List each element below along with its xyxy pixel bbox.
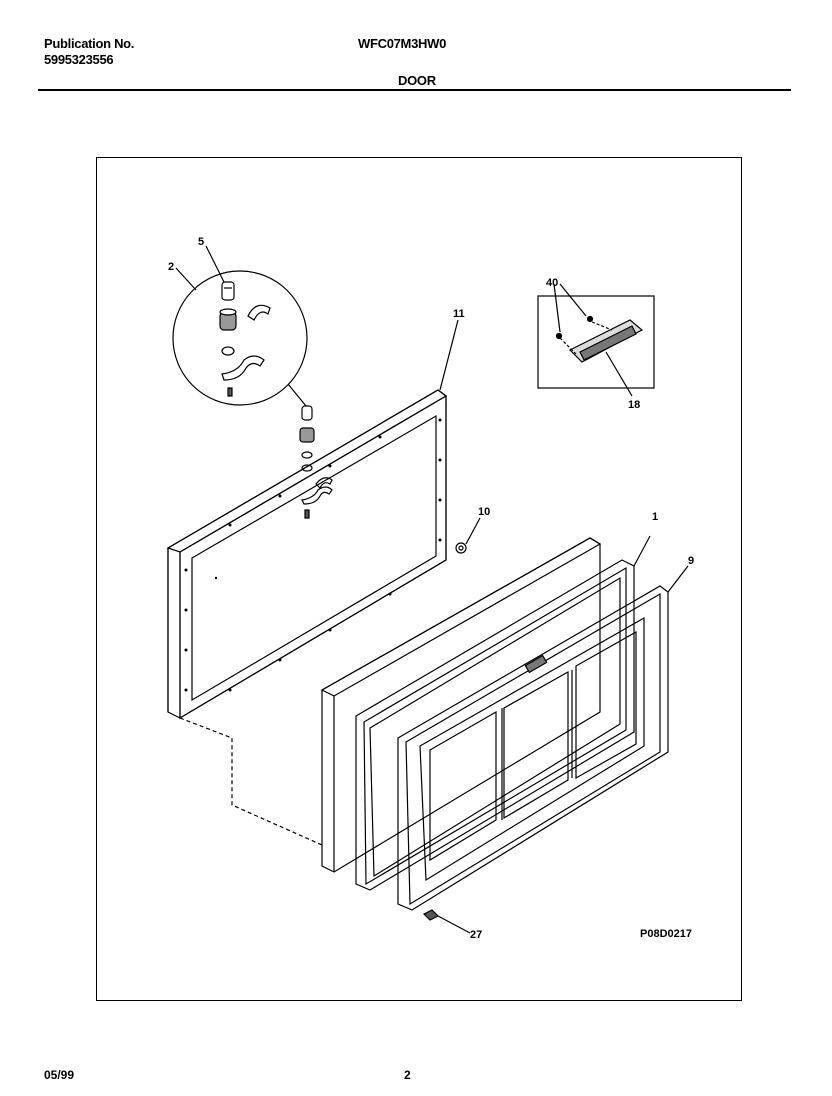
- header-rule: [38, 89, 791, 91]
- footer-date: 05/99: [44, 1068, 75, 1082]
- callout-40: 40: [546, 277, 558, 289]
- hinge-detail-view: [172, 270, 308, 406]
- callout-5: 5: [198, 236, 204, 248]
- callout-9: 9: [688, 555, 694, 567]
- door-frame-part-9: [397, 565, 689, 911]
- callout-18: 18: [628, 399, 640, 411]
- screw-part-27: [422, 909, 471, 934]
- drawing-number: P08D0217: [640, 928, 692, 940]
- gasket-part-1: [355, 535, 651, 891]
- footer-page-number: 2: [404, 1068, 411, 1082]
- callout-2: 2: [168, 261, 174, 273]
- diagram-frame: [96, 157, 742, 1001]
- bumper-part-10: [455, 517, 481, 554]
- handle-inset: [537, 283, 655, 397]
- publication-label: Publication No.: [44, 36, 135, 51]
- door-panel-part-11: [166, 389, 448, 720]
- publication-number: 5995323556: [44, 52, 114, 67]
- callout-10: 10: [478, 506, 490, 518]
- callout-11: 11: [453, 308, 465, 320]
- hinge-parts-exploded: [287, 383, 333, 519]
- section-title: DOOR: [398, 73, 436, 88]
- model-number: WFC07M3HW0: [358, 36, 447, 51]
- callout-1: 1: [652, 511, 658, 523]
- assembly-line: [179, 717, 323, 846]
- callout-27: 27: [470, 929, 482, 941]
- door-outer-panel: [320, 537, 602, 873]
